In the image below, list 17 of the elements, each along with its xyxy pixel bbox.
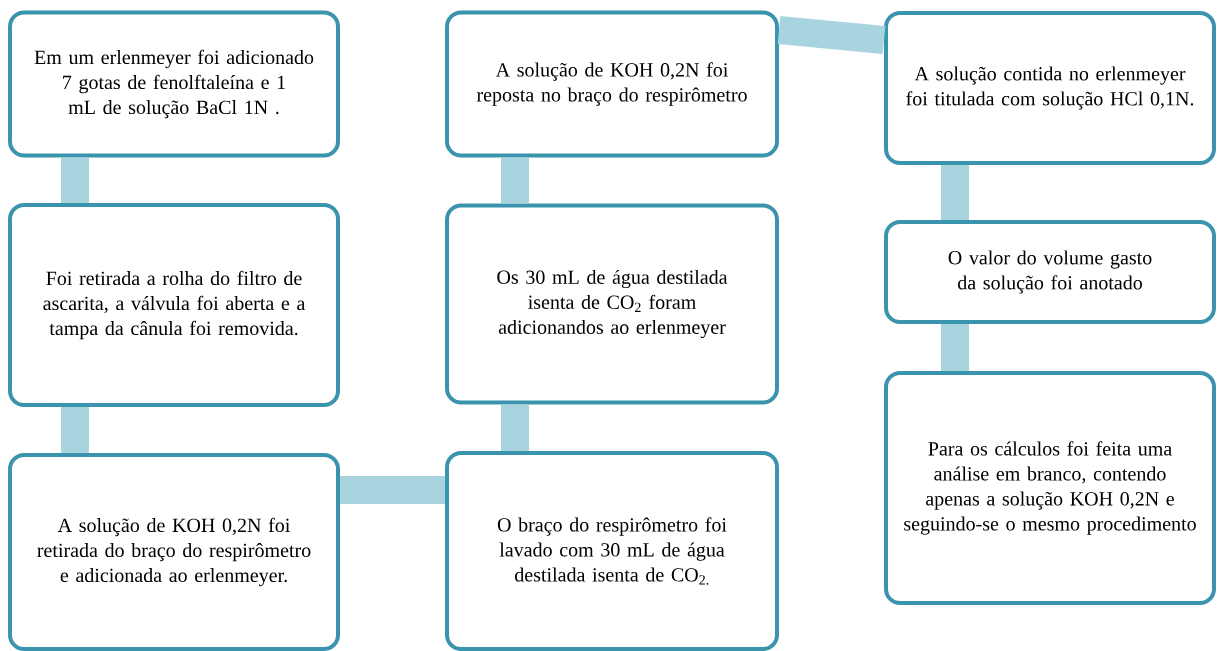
process-box: A solução de KOH 0,2N foi reposta no braço do respirômetro xyxy=(445,10,779,158)
connector-bar xyxy=(501,404,529,451)
process-box: O braço do respirômetro foi lavado com 30 mL de água destilada isenta de CO$_{2.}$ xyxy=(445,451,779,651)
connector-bar xyxy=(777,16,886,54)
process-box: Para os cálculos foi feita uma análise em branco, contendo apenas a solução KOH 0,2N e seguindo-se o mesmo procedimento xyxy=(884,371,1216,605)
process-box: Em um erlenmeyer foi adicionado 7 gotas de fenolftaleína e 1 mL de solução BaCl 1N . xyxy=(8,10,340,158)
process-box: A solução de KOH 0,2N foi retirada do braço do respirômetro e adicionada ao erlenmeyer. xyxy=(8,453,340,651)
process-box: Os 30 mL de água destilada isenta de CO$_{2}$ foram adicionandos ao erlenmeyer xyxy=(445,203,779,405)
connector-bar xyxy=(61,157,89,203)
process-box: Foi retirada a rolha do filtro de ascarita, a válvula foi aberta e a tampa da cânula foi removida. xyxy=(8,203,340,407)
process-box: A solução contida no erlenmeyer foi titulada com solução HCl 0,1N. xyxy=(884,11,1216,165)
connector-bar xyxy=(941,165,969,220)
process-box: O valor do volume gasto da solução foi anotado xyxy=(884,220,1216,324)
connector-bar xyxy=(61,407,89,453)
connector-bar xyxy=(941,324,969,371)
connector-bar xyxy=(501,157,529,204)
connector-bar xyxy=(340,476,445,504)
